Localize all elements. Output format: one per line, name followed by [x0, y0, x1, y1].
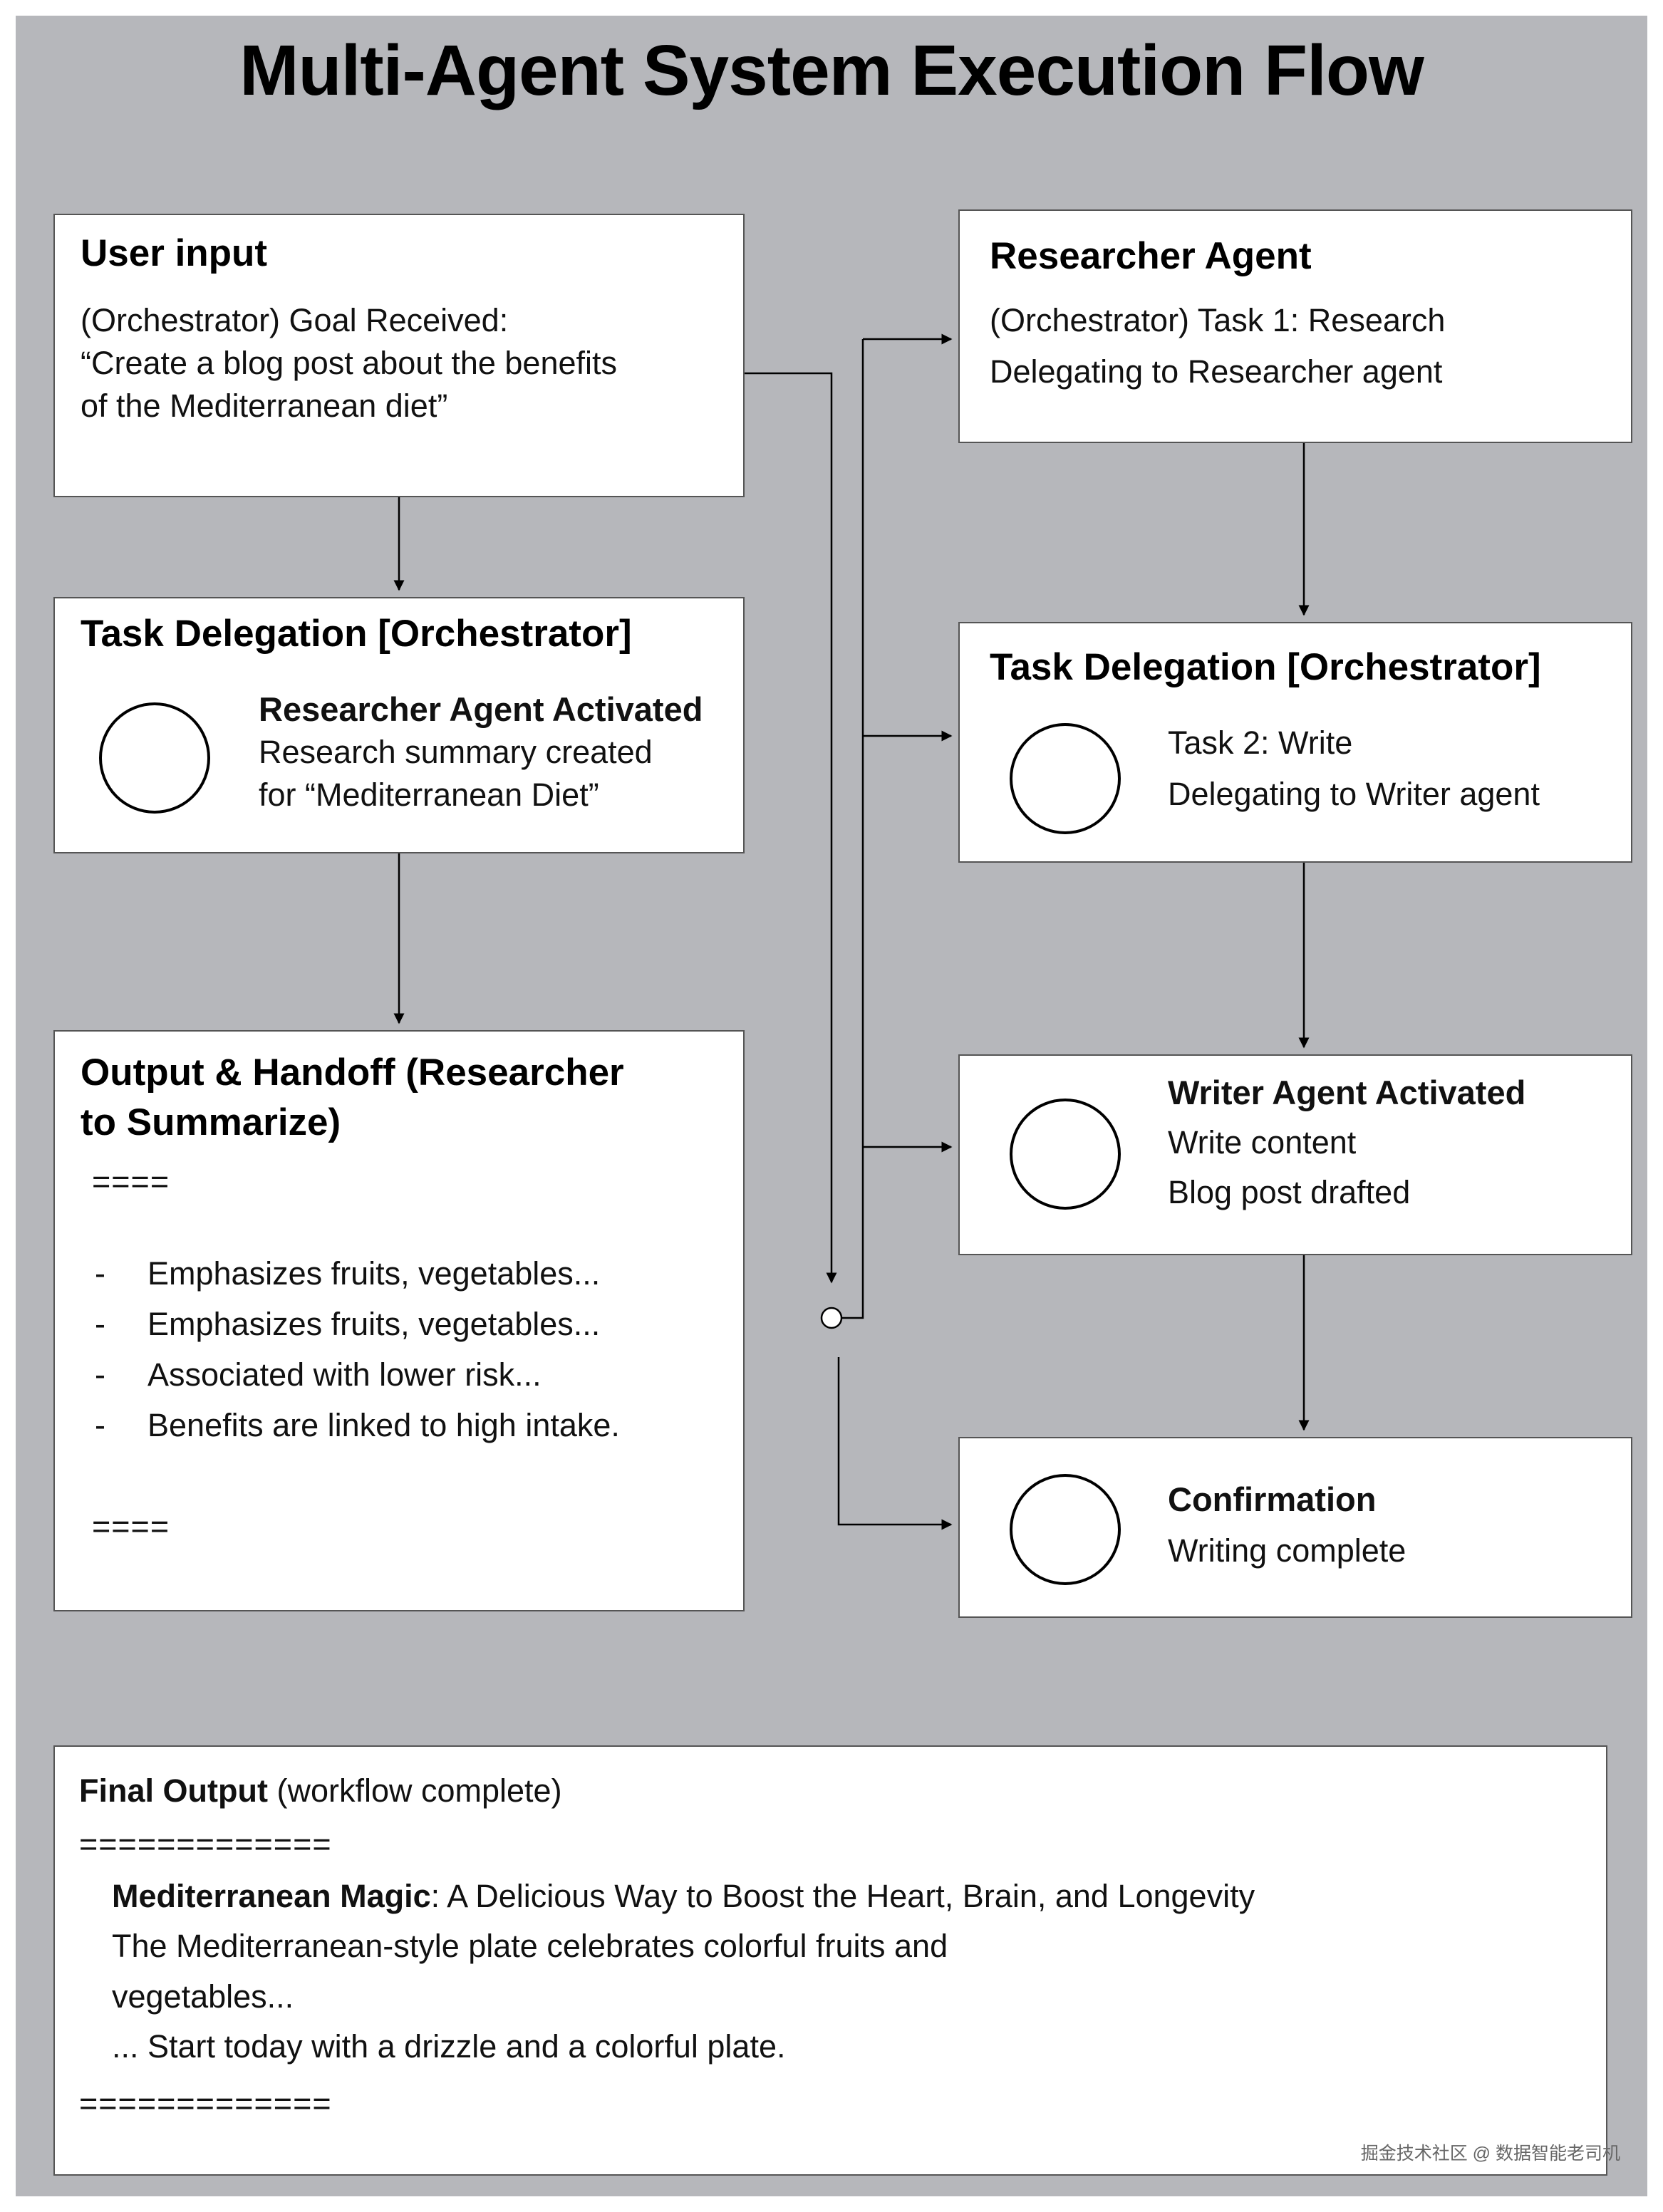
article-title-bold: Mediterranean Magic [112, 1878, 431, 1914]
diagram-title: Multi-Agent System Execution Flow [239, 31, 1424, 110]
junction-node [820, 1307, 843, 1329]
researcher-agent-heading: Researcher Agent [990, 235, 1312, 277]
list-item-text: Associated with lower risk... [147, 1356, 542, 1393]
user-input-line: of the Mediterranean diet” [81, 388, 448, 424]
user-input-box: User input (Orchestrator) Goal Received:… [53, 214, 745, 497]
bullet-marker: - [95, 1356, 105, 1393]
task-delegation-right-box: Task Delegation [Orchestrator] Task 2: W… [958, 622, 1632, 863]
task-delegation-left-heading: Task Delegation [Orchestrator] [81, 613, 632, 655]
article-line: ... Start today with a drizzle and a col… [112, 2028, 786, 2065]
article-title-suffix: : A Delicious Way to Boost the Heart, Br… [430, 1878, 1255, 1914]
status-circle-icon [1010, 1474, 1121, 1585]
bullet-marker: - [95, 1407, 105, 1443]
researcher-agent-line: (Orchestrator) Task 1: Research [990, 302, 1446, 338]
writer-agent-box: Writer Agent Activated Write content Blo… [958, 1054, 1632, 1255]
status-circle-icon [99, 702, 210, 814]
output-handoff-box: Output & Handoff (Researcher to Summariz… [53, 1030, 745, 1611]
final-output-heading-suffix: (workflow complete) [267, 1772, 562, 1809]
divider-bottom: ==== [92, 1508, 170, 1544]
task-delegation-right-heading: Task Delegation [Orchestrator] [990, 646, 1541, 688]
connector-junction-to-confirmation [837, 1357, 953, 1530]
task-delegation-left-line: for “Mediterranean Diet” [259, 777, 599, 813]
task-delegation-right-line: Task 2: Write [1168, 725, 1353, 761]
confirmation-line: Writing complete [1168, 1532, 1406, 1569]
list-item: - Emphasizes fruits, vegetables... [95, 1252, 722, 1295]
status-circle-icon [1010, 723, 1121, 834]
researcher-agent-line: Delegating to Researcher agent [990, 353, 1443, 390]
final-output-box: Final Output (workflow complete) =======… [53, 1745, 1607, 2176]
confirmation-title: Confirmation [1168, 1480, 1377, 1518]
article-line: vegetables... [112, 1978, 294, 2015]
connector-junction-trunk [841, 339, 864, 1319]
watermark: 掘金技术社区 @ 数据智能老司机 [1360, 2144, 1620, 2164]
writer-agent-line: Write content [1168, 1124, 1357, 1160]
task-delegation-right-line: Delegating to Writer agent [1168, 776, 1540, 812]
article-title: Mediterranean Magic: A Delicious Way to … [112, 1875, 1255, 1918]
connector-user-to-junction [745, 372, 837, 1284]
user-input-line: “Create a blog post about the benefits [81, 345, 618, 381]
list-item-text: Emphasizes fruits, vegetables... [147, 1255, 601, 1292]
divider-top: ==== [92, 1163, 170, 1200]
list-item-text: Benefits are linked to high intake. [147, 1407, 620, 1443]
divider-top: ============= [79, 1826, 332, 1862]
list-item: - Benefits are linked to high intake. [95, 1404, 722, 1447]
final-output-heading-bold: Final Output [79, 1772, 268, 1809]
list-item-text: Emphasizes fruits, vegetables... [147, 1306, 601, 1342]
writer-activated-title: Writer Agent Activated [1168, 1074, 1526, 1111]
task-delegation-left-line: Research summary created [259, 734, 653, 770]
bullet-marker: - [95, 1306, 105, 1342]
confirmation-box: Confirmation Writing complete [958, 1437, 1632, 1618]
task-delegation-left-box: Task Delegation [Orchestrator] Researche… [53, 597, 745, 853]
user-input-line: (Orchestrator) Goal Received: [81, 302, 509, 338]
user-input-heading: User input [81, 232, 268, 274]
article-line: The Mediterranean-style plate celebrates… [112, 1928, 948, 1964]
divider-bottom: ============= [79, 2085, 332, 2122]
list-item: - Emphasizes fruits, vegetables... [95, 1303, 722, 1346]
status-circle-icon [1010, 1099, 1121, 1210]
researcher-activated-title: Researcher Agent Activated [259, 690, 703, 728]
bullet-marker: - [95, 1255, 105, 1292]
list-item: - Associated with lower risk... [95, 1354, 722, 1396]
final-output-heading: Final Output (workflow complete) [79, 1770, 562, 1812]
output-handoff-heading: to Summarize) [81, 1101, 341, 1143]
researcher-agent-box: Researcher Agent (Orchestrator) Task 1: … [958, 209, 1632, 443]
writer-agent-line: Blog post drafted [1168, 1174, 1411, 1210]
output-handoff-heading: Output & Handoff (Researcher [81, 1052, 624, 1094]
